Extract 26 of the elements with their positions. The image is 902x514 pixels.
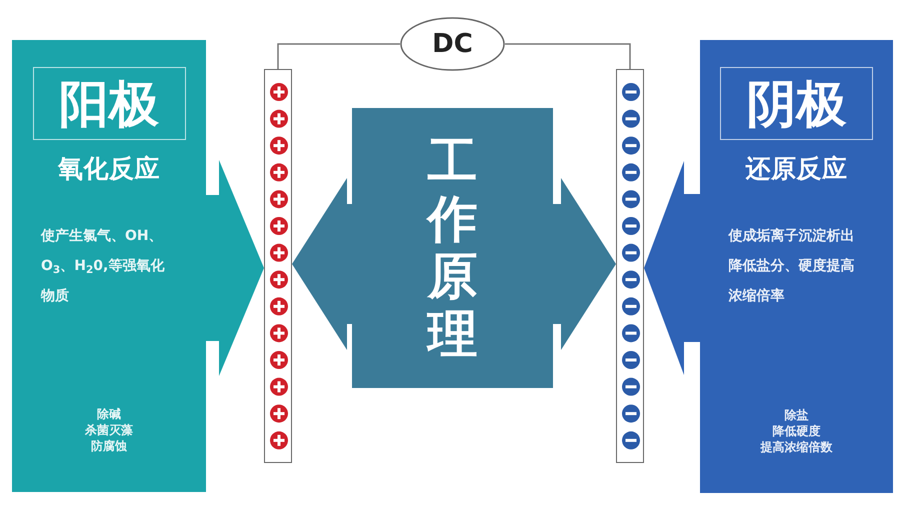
panel-benefit: 防腐蚀 bbox=[91, 438, 127, 454]
block-arrow bbox=[644, 161, 700, 375]
panel-benefit: 除盐 bbox=[784, 407, 808, 423]
panel-benefit: 降低硬度 bbox=[772, 423, 820, 439]
center-title: 工作原理 bbox=[428, 133, 478, 363]
panel-title: 阳极 bbox=[32, 67, 186, 140]
panel-benefit: 除碱 bbox=[97, 406, 121, 422]
panel-benefit: 提高浓缩倍数 bbox=[760, 439, 832, 455]
panel-subtitle: 氧化反应 bbox=[58, 156, 160, 181]
center-box bbox=[352, 108, 553, 388]
block-arrow bbox=[206, 160, 264, 376]
wire bbox=[505, 43, 631, 69]
panel-description: 使产生氯气、OH、O$_{3}$、H$_{2}$0,等强氧化物质 bbox=[41, 227, 166, 306]
panel-title: 阴极 bbox=[720, 67, 873, 140]
electrode-bar bbox=[264, 69, 292, 463]
panel-description: 使成垢离子沉淀析出降低盐分、硬度提高浓缩倍率 bbox=[728, 226, 856, 306]
source-label: DC bbox=[432, 28, 473, 60]
wire bbox=[277, 43, 400, 69]
power-source-ellipse bbox=[400, 17, 505, 71]
panel-benefit: 杀菌灭藻 bbox=[85, 422, 133, 438]
electrode-bar bbox=[616, 69, 644, 463]
info-panel bbox=[12, 40, 206, 492]
block-arrow bbox=[553, 178, 616, 350]
panel-subtitle: 还原反应 bbox=[745, 156, 848, 181]
info-panel bbox=[700, 40, 893, 493]
block-arrow bbox=[292, 178, 352, 350]
